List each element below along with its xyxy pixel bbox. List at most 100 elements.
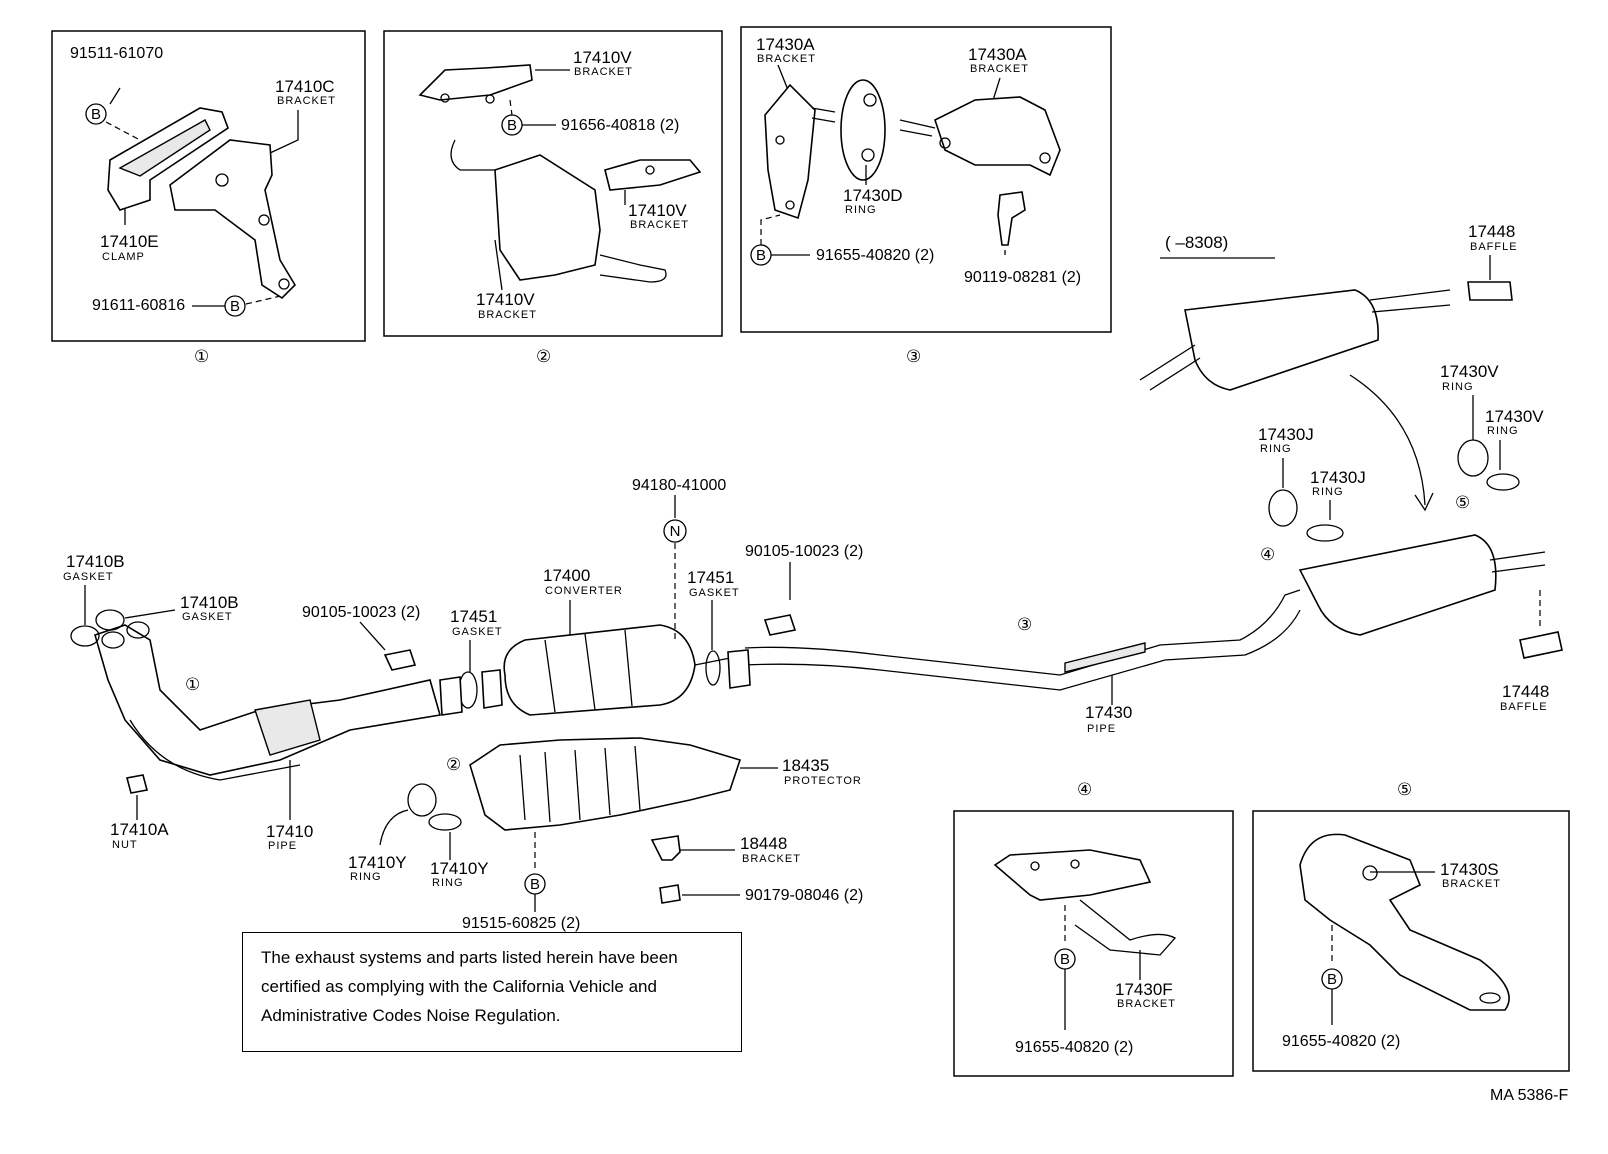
callout-5: ⑤	[1455, 493, 1470, 512]
muffler-date-note: ( –8308)	[1165, 233, 1228, 252]
part-91515-60825: 91515-60825 (2)	[462, 915, 580, 932]
part-17430D: 17430D	[843, 186, 903, 205]
svg-text:B: B	[530, 876, 540, 893]
part-17448-bottom-name: BAFFLE	[1500, 701, 1548, 713]
part-91655-40820-p5: 91655-40820 (2)	[1282, 1033, 1400, 1050]
part-17410C-name: BRACKET	[277, 95, 336, 107]
bracket-18448-drawing	[650, 835, 681, 861]
nut-17410A-drawing	[126, 774, 148, 794]
panel-2-label: ②	[536, 347, 551, 366]
part-18435-name: PROTECTOR	[784, 775, 862, 787]
bolt-symbol: B	[750, 244, 772, 266]
callout-2: ②	[446, 755, 461, 774]
part-17410V-top: 17410V	[573, 48, 632, 67]
part-17410-name: PIPE	[268, 840, 297, 852]
nut-symbol: N	[663, 519, 687, 543]
part-18448: 18448	[740, 834, 787, 853]
protector-18435-drawing	[469, 737, 742, 831]
part-17400-name: CONVERTER	[545, 585, 623, 597]
part-17410B-b-name: GASKET	[182, 611, 233, 623]
bracket-bottom-drawing	[494, 154, 601, 281]
bracket-17430A-left-drawing	[764, 83, 816, 220]
bolt-90119-drawing	[997, 191, 1026, 246]
bracket-17430A-right-drawing	[934, 96, 1061, 177]
part-91611-60816: 91611-60816	[92, 297, 185, 314]
part-17430V-b: 17430V	[1485, 407, 1544, 426]
lower-muffler-group: 17448 BAFFLE	[1298, 534, 1563, 713]
part-17410V-right: 17410V	[628, 201, 687, 220]
pipe-17410-drawing	[94, 624, 442, 776]
gasket-17410B-b-drawing	[95, 609, 125, 631]
part-17430S: 17430S	[1440, 860, 1499, 879]
part-17448-top-name: BAFFLE	[1470, 241, 1518, 253]
converter-17400-drawing	[503, 624, 696, 716]
part-17410V-right-name: BRACKET	[630, 219, 689, 231]
svg-text:B: B	[230, 298, 240, 315]
part-17400: 17400	[543, 566, 590, 585]
bracket-right-drawing	[604, 159, 702, 191]
svg-text:B: B	[1327, 971, 1337, 988]
part-17430A-right: 17430A	[968, 45, 1027, 64]
bracket-17430S-drawing	[1299, 833, 1510, 1011]
part-17430A-left: 17430A	[756, 35, 815, 54]
part-90179-08046: 90179-08046 (2)	[745, 887, 863, 904]
part-17410Y-a-name: RING	[350, 871, 382, 883]
callout-4: ④	[1260, 545, 1275, 564]
part-17410Y-b-name: RING	[432, 877, 464, 889]
panel-2-frame	[383, 30, 723, 337]
ring-17430D-drawing	[840, 79, 886, 181]
gasket-17451-right-drawing	[705, 650, 721, 686]
part-17430A-right-name: BRACKET	[970, 63, 1029, 75]
part-17410A: 17410A	[110, 820, 169, 839]
muffler-lower-drawing	[1298, 534, 1497, 636]
bracket-top-drawing	[418, 64, 533, 101]
panel-4: ④ B 17430F BRACKET 91655-40820 (2)	[953, 780, 1234, 1077]
callout-3: ③	[1017, 615, 1032, 634]
svg-text:B: B	[756, 247, 766, 264]
part-17410Y-b: 17410Y	[430, 859, 489, 878]
nut-90179-drawing	[659, 884, 681, 904]
upper-muffler-group: ( –8308) 17448 BAFFLE	[1139, 222, 1518, 512]
part-17410V-top-name: BRACKET	[574, 66, 633, 78]
panel-3-label: ③	[906, 347, 921, 366]
bolt-symbol: B	[524, 873, 546, 895]
panel-3: 17430A BRACKET 17430A BRACKET 17430D RIN…	[740, 26, 1112, 366]
main-exhaust: ③ 17430 PIPE 17400 CONVERTER 94180-41000…	[63, 477, 1301, 932]
baffle-upper-drawing	[1467, 281, 1513, 301]
part-17451-right: 17451	[687, 568, 734, 587]
part-17430A-left-name: BRACKET	[757, 53, 816, 65]
part-17451-left-name: GASKET	[452, 626, 503, 638]
panel-3-frame	[740, 26, 1112, 333]
part-17430F: 17430F	[1115, 980, 1173, 999]
svg-text:N: N	[670, 523, 681, 540]
part-18448-name: BRACKET	[742, 853, 801, 865]
part-17430J-b: 17430J	[1310, 468, 1366, 487]
pipe-17430-drawing	[744, 589, 1301, 676]
part-91655-40820-p4: 91655-40820 (2)	[1015, 1039, 1133, 1056]
part-17448-bottom: 17448	[1502, 682, 1549, 701]
part-17410B-a: 17410B	[66, 552, 125, 571]
part-17430J-a-name: RING	[1260, 443, 1292, 455]
part-91655-40820-p3: 91655-40820 (2)	[816, 247, 934, 264]
part-90105-10023-right: 90105-10023 (2)	[745, 543, 863, 560]
bolt-symbol: B	[85, 103, 107, 125]
note-line-2: certified as complying with the Californ…	[261, 977, 657, 996]
part-17410Y-a: 17410Y	[348, 853, 407, 872]
part-17410E-name: CLAMP	[102, 251, 145, 263]
part-17430V-a-name: RING	[1442, 381, 1474, 393]
part-17430V-a: 17430V	[1440, 362, 1499, 381]
bolt-symbol: B	[1321, 968, 1343, 990]
part-17430F-name: BRACKET	[1117, 998, 1176, 1010]
part-18435: 18435	[782, 756, 829, 775]
part-17430: 17430	[1085, 703, 1132, 722]
gasket-17410B-a-drawing	[70, 625, 100, 647]
panel-1: 91511-61070 17410C BRACKET 17410E CLAMP …	[51, 30, 366, 366]
bolt-symbol: B	[501, 114, 523, 136]
part-90105-10023-left: 90105-10023 (2)	[302, 604, 420, 621]
part-17410C: 17410C	[275, 77, 335, 96]
part-17410E: 17410E	[100, 232, 159, 251]
panel-2: 17410V BRACKET B 91656-40818 (2) 17410V …	[383, 30, 723, 366]
part-17430J-b-name: RING	[1312, 486, 1344, 498]
part-17430J-a: 17430J	[1258, 425, 1314, 444]
